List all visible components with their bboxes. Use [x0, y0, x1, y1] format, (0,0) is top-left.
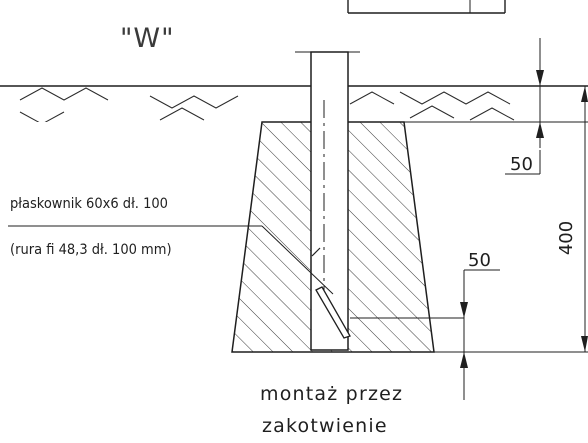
- dim-anchor-offset-value: 50: [468, 250, 491, 271]
- note-line-1: płaskownik 60x6 dł. 100: [10, 196, 168, 212]
- top-frame-fragment: [347, 0, 506, 14]
- caption-line-1: montaż przez: [260, 383, 403, 405]
- steel-post: [295, 51, 360, 351]
- dim-top-offset-value: 50: [510, 154, 533, 175]
- note-leader: [8, 225, 334, 295]
- dimension-top-offset: [505, 38, 544, 175]
- dimension-total-depth: [434, 86, 588, 353]
- anchor-flat-bar: [311, 247, 351, 339]
- ground-soil: [0, 85, 588, 123]
- detail-label: "W": [120, 23, 175, 54]
- dimension-anchor-offset: [350, 269, 500, 400]
- caption-line-2: zakotwienie: [262, 415, 388, 437]
- dim-total-depth-value: 400: [556, 221, 577, 255]
- note-line-2: (rura fi 48,3 dł. 100 mm): [10, 242, 172, 258]
